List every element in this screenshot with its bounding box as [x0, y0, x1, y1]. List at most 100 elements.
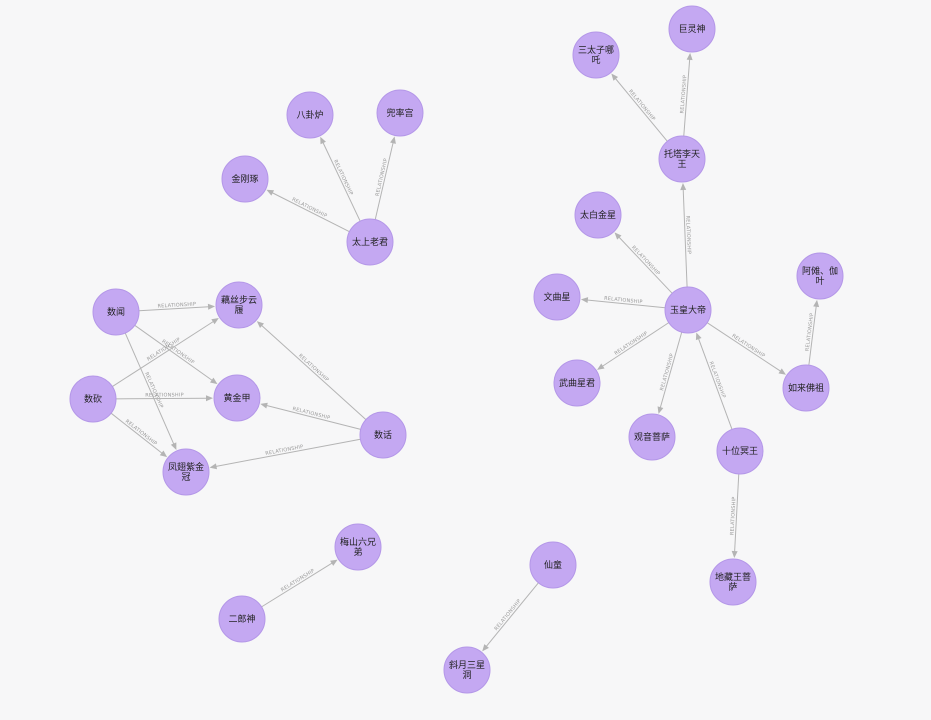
edge-label: RELATIONSHIP	[627, 89, 656, 123]
arrow-head-icon	[731, 550, 738, 559]
edge-n7-n10: RELATIONSHIP	[209, 438, 361, 470]
node-circle[interactable]	[359, 411, 407, 459]
node-circle[interactable]	[574, 191, 622, 239]
edge-label: RELATIONSHIP	[730, 333, 766, 359]
node-circle[interactable]	[213, 374, 261, 422]
edge-label: RELATIONSHIP	[143, 371, 164, 409]
node-label: 二郎神	[228, 613, 255, 625]
edge-label: RELATIONSHIP	[332, 159, 354, 196]
edge-n15-n25: RELATIONSHIP	[706, 322, 786, 375]
node-n19[interactable]: 太白金星	[574, 191, 622, 239]
node-circle[interactable]	[628, 413, 676, 461]
node-circle[interactable]	[533, 273, 581, 321]
node-n9[interactable]: 黄金甲	[213, 374, 261, 422]
node-n7[interactable]: 数话	[359, 411, 407, 459]
edge-label: RELATIONSHIP	[124, 419, 158, 448]
node-circle[interactable]	[69, 375, 117, 423]
node-n11[interactable]: 二郎神	[218, 595, 266, 643]
arrow-head-icon	[482, 644, 489, 652]
node-n25[interactable]: 如来佛祖	[782, 364, 830, 412]
edge-line	[618, 236, 673, 294]
node-circle[interactable]	[668, 5, 716, 53]
node-circle[interactable]	[709, 558, 757, 606]
edge-n5-n8: RELATIONSHIP	[138, 301, 216, 312]
edge-line	[682, 188, 688, 288]
node-n18[interactable]: 巨灵神	[668, 5, 716, 53]
node-n6[interactable]: 数砍	[69, 375, 117, 423]
edge-label: RELATIONSHIP	[604, 296, 643, 306]
edge-label: RELATIONSHIP	[280, 568, 316, 593]
node-label: 数话	[374, 429, 392, 441]
node-circle[interactable]	[376, 89, 424, 137]
edge-n1-n4: RELATIONSHIP	[374, 136, 396, 220]
edge-label: RELATIONSHIP	[659, 353, 675, 392]
edge-line	[124, 332, 175, 445]
node-label: 太白金星	[580, 209, 616, 221]
node-n1[interactable]: 太上老君	[346, 218, 394, 266]
node-n13[interactable]: 仙童	[529, 541, 577, 589]
node-circle[interactable]	[658, 135, 706, 183]
node-label: 凤翅紫金	[168, 461, 204, 473]
node-label: 阿傩、伽	[802, 265, 838, 277]
node-n4[interactable]: 兜率宫	[376, 89, 424, 137]
node-label: 吒	[591, 55, 600, 66]
arrow-head-icon	[330, 559, 338, 566]
node-n21[interactable]: 武曲星君	[553, 359, 601, 407]
node-n23[interactable]: 十位冥王	[716, 427, 764, 475]
node-n22[interactable]: 观音菩萨	[628, 413, 676, 461]
node-circle[interactable]	[782, 364, 830, 412]
arrow-head-icon	[170, 442, 177, 451]
edge-line	[322, 141, 361, 222]
node-label: 十位冥王	[722, 445, 758, 457]
node-circle[interactable]	[286, 91, 334, 139]
node-n2[interactable]: 金刚琢	[221, 155, 269, 203]
node-n5[interactable]: 数闻	[92, 288, 140, 336]
node-label: 萨	[728, 582, 737, 593]
node-circle[interactable]	[218, 595, 266, 643]
node-circle[interactable]	[553, 359, 601, 407]
node-n20[interactable]: 文曲星	[533, 273, 581, 321]
node-circle[interactable]	[162, 448, 210, 496]
node-circle[interactable]	[334, 523, 382, 571]
arrow-head-icon	[680, 182, 687, 191]
node-label: 王	[677, 159, 686, 170]
edge-n23-n24: RELATIONSHIP	[730, 473, 740, 559]
edge-label: RELATIONSHIP	[730, 496, 738, 535]
edge-line	[683, 58, 691, 137]
edge-label: RELATIONSHIP	[707, 361, 726, 399]
edge-label: RELATIONSHIP	[145, 392, 184, 398]
node-circle[interactable]	[529, 541, 577, 589]
node-circle[interactable]	[796, 252, 844, 300]
node-circle[interactable]	[572, 31, 620, 79]
node-circle[interactable]	[346, 218, 394, 266]
edge-n25-n26: RELATIONSHIP	[805, 299, 820, 366]
node-circle[interactable]	[664, 286, 712, 334]
edge-line	[374, 142, 394, 220]
node-label: 如来佛祖	[788, 382, 824, 394]
node-n26[interactable]: 阿傩、伽叶	[796, 252, 844, 300]
edge-n16-n17: RELATIONSHIP	[611, 73, 668, 142]
node-circle[interactable]	[215, 281, 263, 329]
arrow-head-icon	[211, 317, 219, 325]
node-label: 仙童	[544, 559, 562, 571]
node-n15[interactable]: 玉皇大帝	[664, 286, 712, 334]
node-circle[interactable]	[716, 427, 764, 475]
node-circle[interactable]	[443, 646, 491, 694]
node-label: 文曲星	[543, 291, 570, 303]
edge-n7-n8: RELATIONSHIP	[256, 321, 367, 420]
node-circle[interactable]	[92, 288, 140, 336]
node-label: 八卦炉	[296, 109, 323, 121]
edge-line	[115, 397, 208, 400]
edge-n15-n22: RELATIONSHIP	[657, 331, 683, 414]
edge-n15-n21: RELATIONSHIP	[597, 322, 670, 370]
node-label: 弟	[353, 546, 362, 558]
node-circle[interactable]	[221, 155, 269, 203]
node-n3[interactable]: 八卦炉	[286, 91, 334, 139]
